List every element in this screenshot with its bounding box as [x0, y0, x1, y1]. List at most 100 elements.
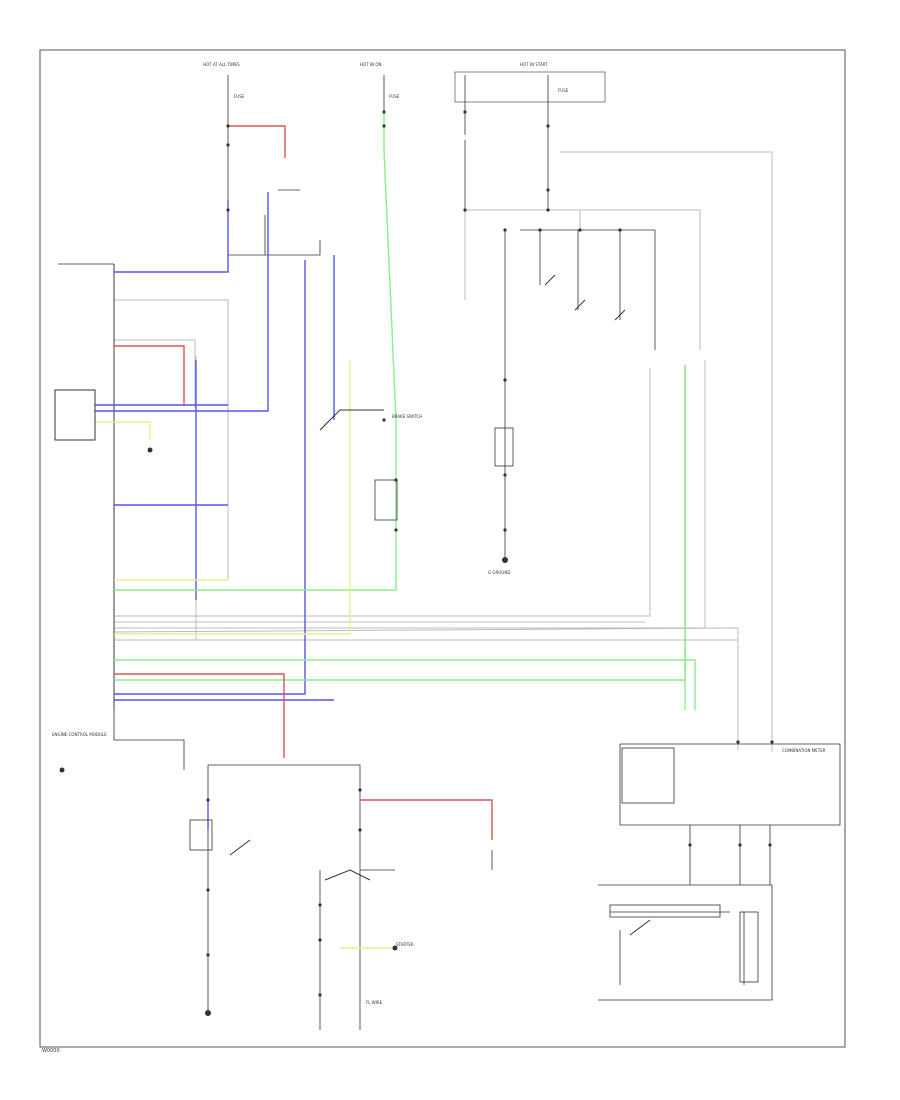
wires-gray: [113, 151, 773, 752]
label-hot-in-on: HOT IN ON: [360, 62, 381, 67]
black-wire-2: [113, 264, 185, 770]
junction-dot: [770, 740, 774, 744]
junction-dot: [546, 188, 550, 192]
label-starter: STARTER: [396, 942, 414, 947]
label-hot-at-all-times: HOT AT ALL TIMES: [203, 62, 240, 67]
wires-black: [58, 75, 841, 1030]
junction-dot: [318, 993, 322, 997]
ground-symbol-right: [502, 557, 508, 563]
junction-dot: [382, 110, 386, 114]
junction-dot: [463, 208, 467, 212]
black-wire-5: [227, 210, 321, 256]
meter-contact-1: [544, 274, 556, 286]
junction-dot: [546, 208, 550, 212]
junction-dot: [503, 473, 507, 477]
labels: HOT AT ALL TIMES HOT IN ON HOT IN START …: [42, 62, 826, 1054]
fuse-box-top-right: [454, 71, 606, 103]
red-wire-0: [228, 125, 286, 158]
control-module-box: [54, 389, 96, 441]
brake-switch-contact: [319, 409, 384, 431]
ground-symbol-module: [59, 767, 65, 773]
junction-dot: [503, 528, 507, 532]
junction-dot: [736, 740, 740, 744]
label-fuse-2: FUSE: [389, 94, 400, 99]
yellow-wire-1: [95, 421, 151, 440]
label-brake-switch: BRAKE SWITCH: [392, 414, 422, 419]
ground-symbol-left: [205, 1010, 211, 1016]
junction-dot: [768, 843, 772, 847]
label-hot-in-start: HOT IN START: [520, 62, 548, 67]
gray-wire-0: [114, 339, 196, 408]
meter-contact-2: [574, 299, 586, 311]
label-engine-control: ENGINE CONTROL MODULE: [52, 732, 107, 737]
junction-dot: [206, 888, 210, 892]
junction-dot: [358, 788, 362, 792]
junction-dot: [206, 953, 210, 957]
diagram-frame: [39, 49, 846, 1048]
relay-coil-box: [494, 427, 514, 467]
red-wire-1: [114, 345, 185, 406]
junction-dot: [382, 124, 386, 128]
ground-symbol-sensor: [147, 447, 153, 453]
meter-contact-3: [614, 309, 626, 321]
gray-wire-5: [114, 360, 706, 629]
junction-dot: [226, 208, 230, 212]
junction-dot: [578, 228, 582, 232]
junction-dot: [688, 843, 692, 847]
gray-wire-12: [114, 299, 229, 580]
junction-dot: [394, 478, 398, 482]
gray-wire-1: [114, 368, 651, 617]
wires-colored: [95, 112, 696, 949]
junction-dot: [206, 798, 210, 802]
black-wire-24: [619, 743, 841, 826]
blue-wire-2: [95, 192, 269, 412]
junction-dot: [394, 528, 398, 532]
blue-wire-4: [114, 260, 306, 695]
label-fl-wire: FL WIRE: [366, 1000, 383, 1005]
meter-inner-box: [621, 747, 675, 804]
label-fuse-1: FUSE: [234, 94, 245, 99]
junction-dot: [538, 228, 542, 232]
starter-switch-contact: [324, 869, 371, 881]
junction-dot: [738, 843, 742, 847]
red-wire-3: [360, 799, 493, 840]
meter-right-box: [739, 911, 759, 983]
junction-dot: [503, 228, 507, 232]
junction-dot: [546, 124, 550, 128]
junction-dot: [382, 418, 386, 422]
junction-dot: [226, 124, 230, 128]
junction-dot: [463, 110, 467, 114]
black-wire-18: [208, 764, 361, 1030]
relay-coil-mid: [374, 479, 398, 521]
junction-dot: [358, 828, 362, 832]
junction-dot: [503, 378, 507, 382]
gray-wire-2: [114, 628, 739, 750]
meter-switch-strip: [609, 904, 721, 918]
blue-wire-0: [114, 200, 229, 273]
outer-frame-border: [39, 49, 846, 1048]
connector-starter: [392, 945, 398, 951]
yellow-wire-2: [114, 450, 351, 635]
label-g-ground: G GROUND: [488, 570, 510, 575]
junction-dot: [226, 143, 230, 147]
label-fuse-3: FUSE: [558, 88, 569, 93]
label-combination-meter: COMBINATION METER: [782, 748, 826, 753]
junction-dot: [318, 903, 322, 907]
relay-coil-left: [189, 819, 213, 851]
meter-contact-4: [629, 919, 651, 936]
green-wire-1: [114, 659, 696, 710]
junction-dot: [618, 228, 622, 232]
red-wire-2: [114, 673, 285, 758]
black-wire-25: [598, 884, 773, 1001]
gray-wire-3: [113, 627, 739, 633]
junction-dot: [318, 938, 322, 942]
footer-code: W0000: [42, 1048, 60, 1054]
green-wire-0: [114, 112, 397, 591]
components: [54, 71, 759, 1016]
gray-wire-8: [465, 209, 701, 270]
junction-dots: [206, 110, 774, 997]
left-switch-contact: [229, 839, 251, 856]
gray-wire-6: [560, 151, 773, 752]
green-wire-2: [114, 365, 686, 681]
